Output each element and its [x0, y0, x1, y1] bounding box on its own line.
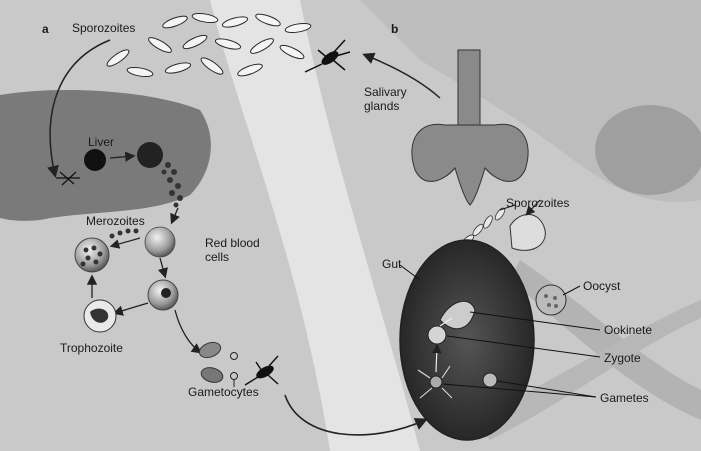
- label-liver: Liver: [88, 136, 114, 149]
- panel-b-label: b: [391, 23, 398, 36]
- liver-schizont: [137, 142, 163, 168]
- mosquito-abdomen-silhouette: [595, 105, 701, 195]
- ruptured-oocyst: [510, 214, 545, 250]
- gamete-female: [483, 373, 497, 387]
- label-gut: Gut: [382, 258, 401, 271]
- red-blood-cell-uninfected: [145, 227, 175, 257]
- liver-infected-cell: [84, 149, 106, 171]
- label-red-blood-cells-line1: Red blood: [205, 237, 260, 250]
- oocyst: [536, 285, 566, 315]
- label-ookinete: Ookinete: [604, 324, 652, 337]
- zygote: [428, 326, 446, 344]
- label-salivary-glands-line2: glands: [364, 100, 399, 113]
- label-sporozoites-top: Sporozoites: [72, 22, 135, 35]
- label-oocyst: Oocyst: [583, 280, 620, 293]
- panel-a-label: a: [42, 23, 49, 36]
- label-trophozoite: Trophozoite: [60, 342, 123, 355]
- label-gametocytes: Gametocytes: [188, 386, 259, 399]
- label-zygote: Zygote: [604, 352, 641, 365]
- mosquito-gut: [400, 240, 534, 440]
- label-merozoites: Merozoites: [86, 215, 145, 228]
- schizont-cell: [75, 238, 109, 272]
- label-sporozoites-right: Sporozoites: [506, 197, 569, 210]
- label-red-blood-cells-line2: cells: [205, 251, 229, 264]
- label-salivary-glands-line1: Salivary: [364, 86, 407, 99]
- label-gametes: Gametes: [600, 392, 649, 405]
